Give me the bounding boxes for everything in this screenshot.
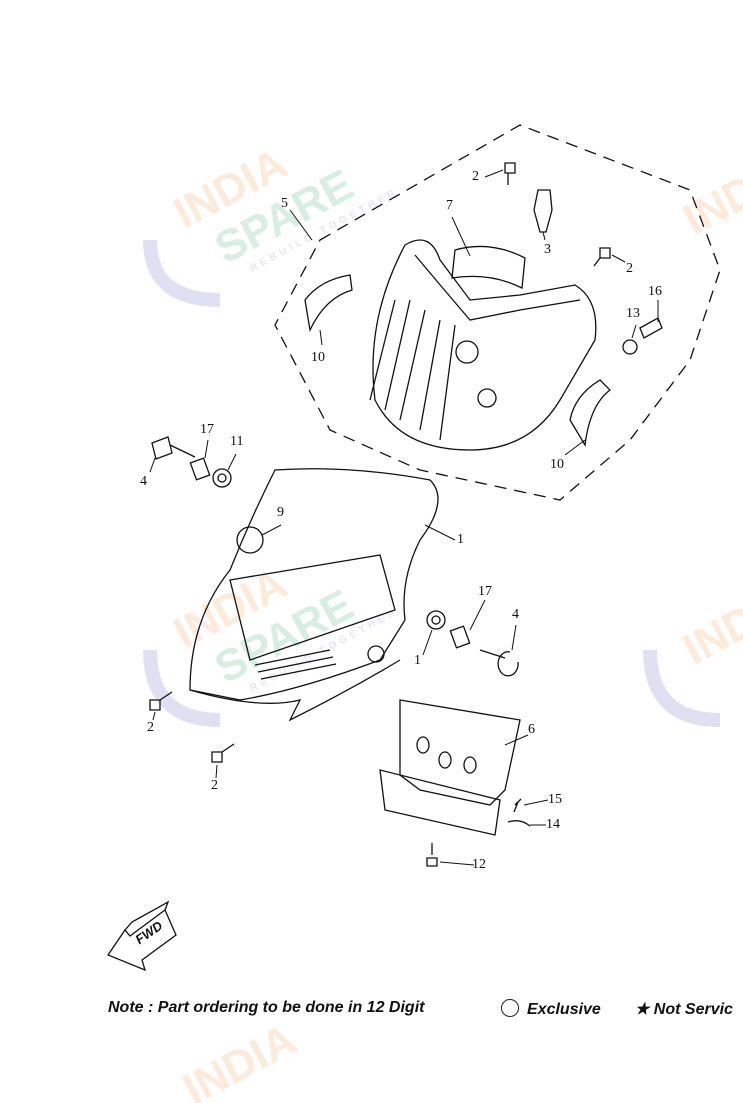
ordering-note: Note : Part ordering to be done in 12 Di… [108, 999, 425, 1016]
legend-not-serviceable: ★ Not Servic [635, 1001, 733, 1018]
reflector-10-left [304, 274, 353, 333]
legend-exclusive: Exclusive [501, 999, 601, 1019]
callout-15: 15 [548, 792, 562, 807]
callout-1: 1 [457, 532, 464, 547]
callout-3: 3 [544, 242, 551, 257]
callout-10: 10 [550, 457, 564, 472]
screw-2 [504, 162, 516, 185]
bulb-13 [622, 339, 638, 355]
callout-2: 2 [211, 778, 218, 793]
circle-icon [501, 999, 519, 1017]
callout-17: 17 [200, 422, 214, 437]
legend-exclusive-label: Exclusive [527, 1001, 601, 1018]
callout-6: 6 [528, 722, 535, 737]
leader-lines [149, 169, 659, 866]
callout-14: 14 [546, 817, 560, 832]
socket-16 [639, 317, 663, 339]
callout-7: 7 [446, 198, 453, 213]
visor-cowl [189, 468, 439, 722]
watermark-wrench-icon [143, 239, 721, 727]
callout-10: 10 [311, 350, 325, 365]
callout-2: 2 [626, 261, 633, 276]
fwd-arrow-icon [107, 900, 177, 972]
screw-2 [211, 743, 235, 763]
bulb-3 [533, 189, 553, 233]
bracket-6 [379, 699, 521, 836]
bolt-4 [479, 649, 519, 677]
callout-4: 4 [140, 474, 147, 489]
washer-11 [212, 468, 232, 488]
callout-9: 9 [277, 505, 284, 520]
callout-2: 2 [472, 169, 479, 184]
screw-2 [149, 691, 173, 711]
callout-16: 16 [648, 284, 662, 299]
screw-2 [593, 247, 611, 267]
callout-17: 17 [478, 584, 492, 599]
callout-13: 13 [626, 306, 640, 321]
bolt-4 [151, 436, 196, 460]
callout-1: 1 [414, 653, 421, 668]
reflector-strip-7 [451, 245, 526, 290]
clip-14 [507, 820, 531, 827]
callout-2: 2 [147, 720, 154, 735]
headlight-assembly-boundary [274, 124, 721, 501]
spacer-17 [449, 625, 471, 649]
callout-12: 12 [472, 857, 486, 872]
reflector-10-right [569, 379, 611, 447]
callout-5: 5 [281, 196, 288, 211]
screw-15 [513, 798, 522, 813]
callout-11: 11 [230, 434, 244, 449]
callout-4: 4 [512, 607, 519, 622]
bolt-12 [426, 843, 438, 867]
washer-1 [426, 610, 446, 630]
spacer-17 [189, 457, 211, 481]
headlight-unit [369, 239, 597, 451]
